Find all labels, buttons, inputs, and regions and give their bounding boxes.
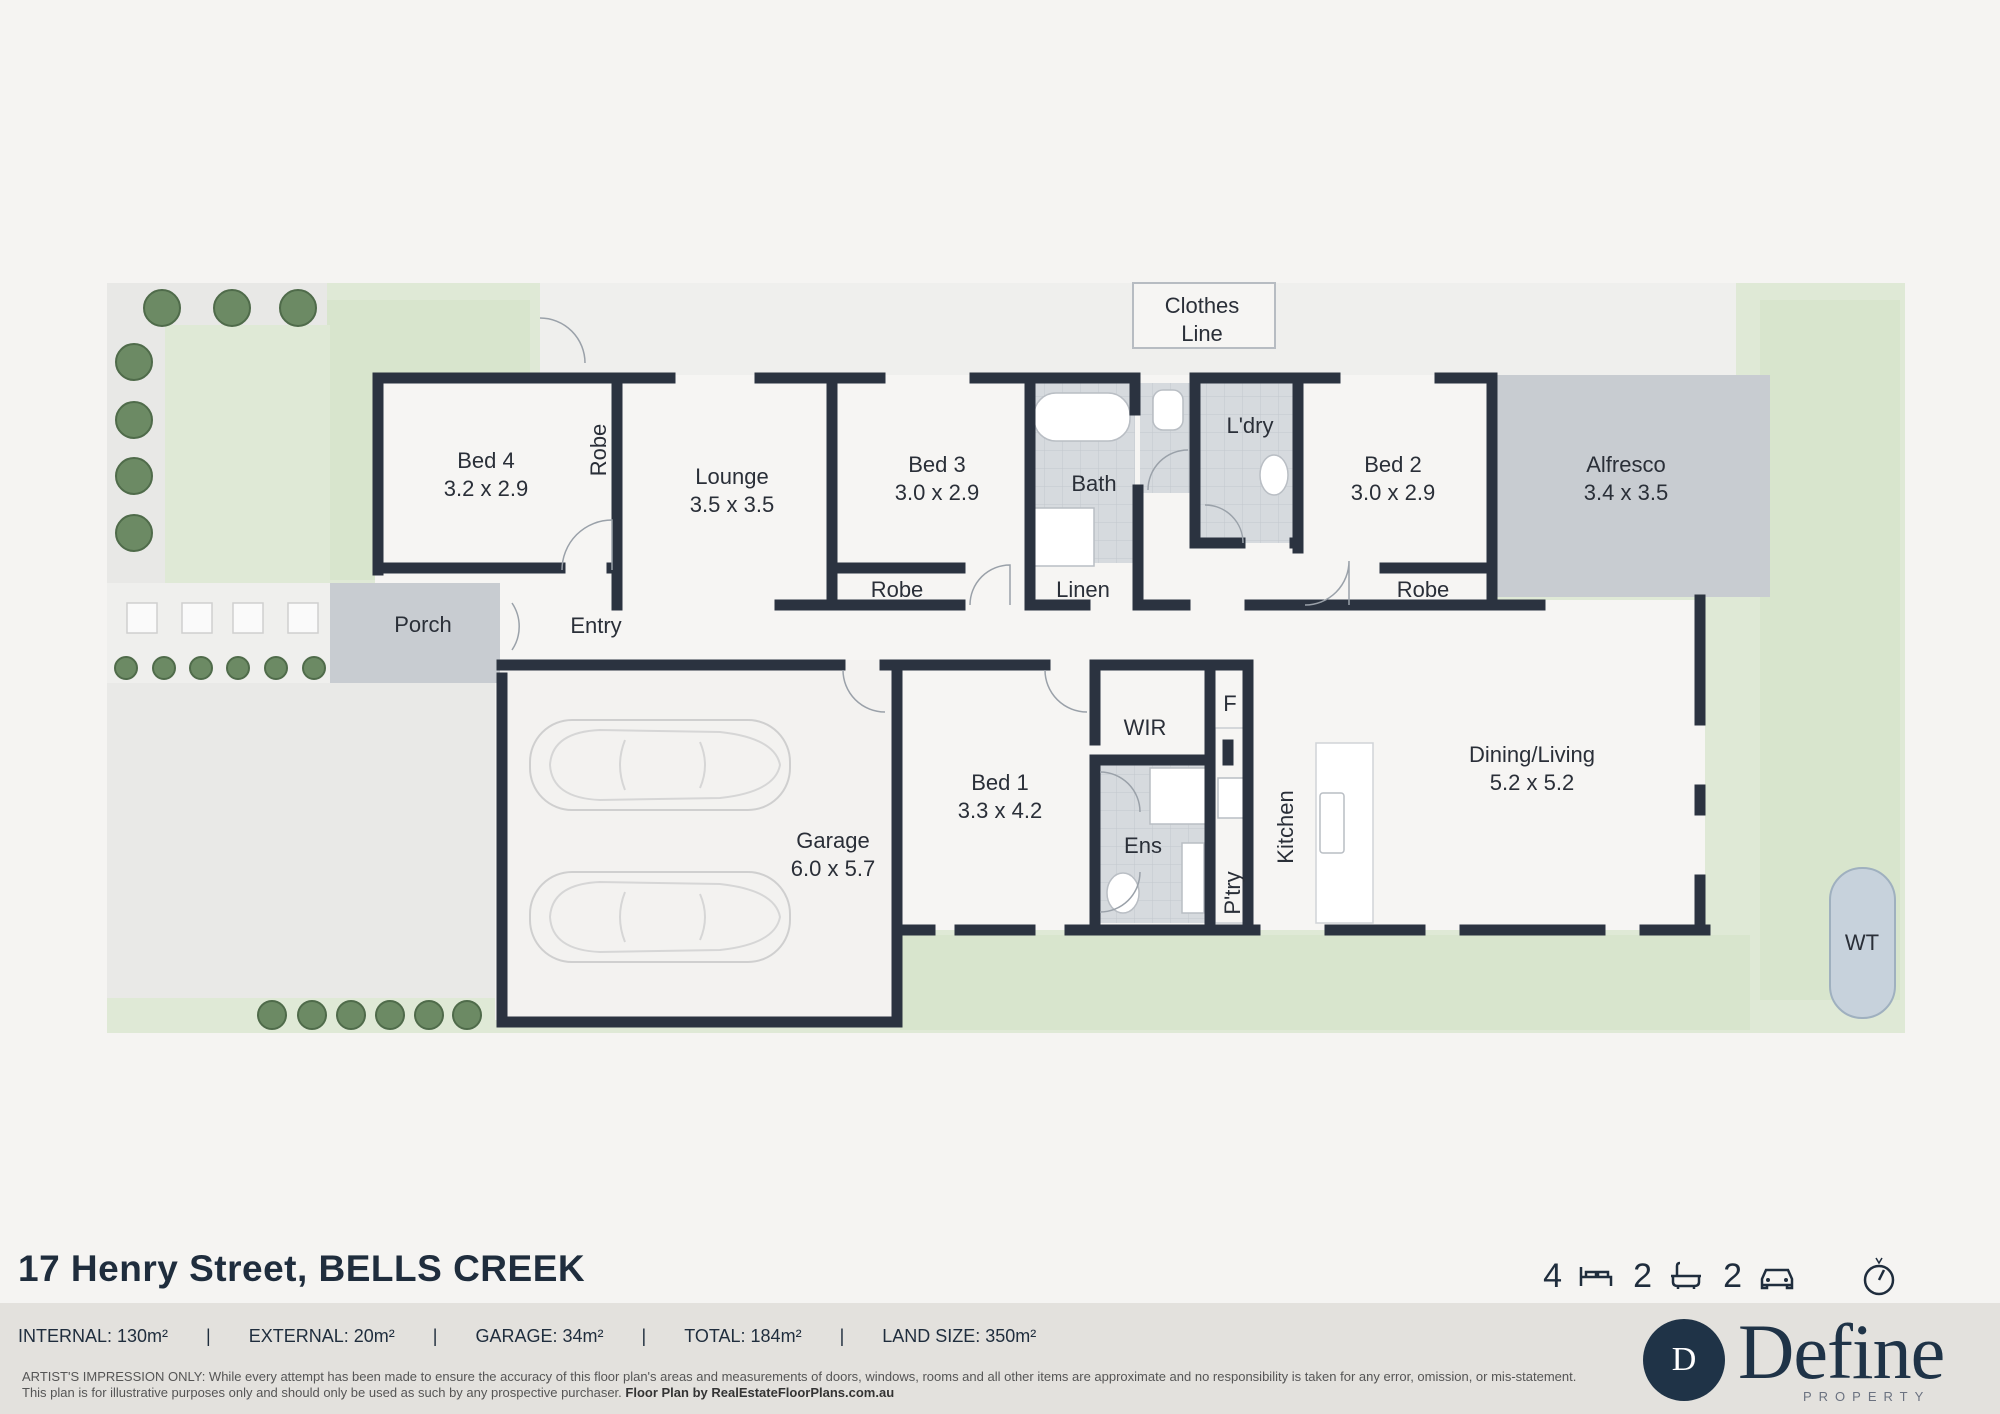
porch-floor [330, 583, 500, 683]
separator: | [839, 1326, 845, 1346]
land-size: LAND SIZE: 350m² [882, 1326, 1037, 1346]
basin-icon [1259, 454, 1289, 496]
room-dims-bed2: 3.0 x 2.9 [1351, 480, 1435, 505]
brand-initial: D [1643, 1319, 1725, 1401]
separator: | [206, 1326, 211, 1346]
room-dims-garage: 6.0 x 5.7 [791, 856, 875, 881]
disclaimer-text: ARTIST'S IMPRESSION ONLY: While every at… [22, 1369, 1577, 1400]
left-garden-inner [165, 325, 330, 583]
separator: | [432, 1326, 438, 1346]
room-name-robe-bed4: Robe [586, 424, 611, 477]
bed-icon [1578, 1261, 1614, 1291]
room-name-bed2: Bed 2 [1364, 452, 1422, 477]
bathroom-count: 2 [1633, 1256, 1652, 1295]
room-name-lounge: Lounge [695, 464, 768, 489]
plan-credit: Floor Plan by RealEstateFloorPlans.com.a… [625, 1385, 895, 1400]
label-clothes-line-2: Line [1181, 321, 1223, 346]
building-floor [330, 375, 1770, 1020]
disclaimer: ARTIST'S IMPRESSION ONLY: While every at… [22, 1369, 1582, 1401]
door-swings [511, 317, 1350, 913]
room-name-porch: Porch [394, 612, 451, 637]
bedroom-count: 4 [1543, 1256, 1562, 1295]
room-name-bed3: Bed 3 [908, 452, 966, 477]
internal-area: INTERNAL: 130m² [18, 1326, 169, 1346]
clothes-line [1132, 282, 1276, 349]
label-clothes-line-1: Clothes [1165, 293, 1240, 318]
room-name-bed1: Bed 1 [971, 770, 1029, 795]
room-name-bed4: Bed 4 [457, 448, 515, 473]
compass-icon [1862, 1256, 1896, 1296]
ensuite-shower-icon [1149, 767, 1207, 825]
property-features: 4 2 2 [1540, 1252, 1896, 1300]
separator: | [641, 1326, 647, 1346]
room-name-entry: Entry [570, 613, 621, 638]
property-address: 17 Henry Street, BELLS CREEK [18, 1248, 586, 1289]
room-name-laundry: L'dry [1227, 413, 1274, 438]
room-name-dining-living: Dining/Living [1469, 742, 1595, 767]
room-dims-bed3: 3.0 x 2.9 [895, 480, 979, 505]
room-name-ens: Ens [1124, 833, 1162, 858]
external-area: EXTERNAL: 20m² [248, 1326, 395, 1346]
driveway [107, 683, 495, 998]
room-name-fridge: F [1223, 691, 1236, 716]
lawn-patch [900, 935, 1750, 1030]
sink-icon [1319, 792, 1345, 854]
water-tank [1829, 867, 1896, 1019]
car-icon [1758, 1261, 1796, 1291]
room-name-wir: WIR [1124, 715, 1167, 740]
room-name-bath: Bath [1071, 471, 1116, 496]
ensuite-toilet-icon [1106, 872, 1140, 914]
bathtub-icon [1033, 392, 1131, 442]
room-name-robe-bed2: Robe [1397, 577, 1450, 602]
floor-plan: Bed 4 3.2 x 2.9 Robe Lounge 3.5 x 3.5 Be… [107, 282, 1905, 1033]
room-name-robe-bed3: Robe [871, 577, 924, 602]
front-strip [107, 998, 257, 1033]
garage-area: GARAGE: 34m² [475, 1326, 604, 1346]
vanity-icon [1181, 842, 1205, 914]
room-name-garage: Garage [796, 828, 869, 853]
room-name-pantry: P'try [1220, 871, 1245, 914]
toilet-icon [1152, 389, 1184, 431]
label-water-tank: WT [1845, 930, 1879, 955]
room-dims-alfresco: 3.4 x 3.5 [1584, 480, 1668, 505]
room-name-alfresco: Alfresco [1586, 452, 1665, 477]
room-name-kitchen: Kitchen [1273, 790, 1298, 863]
total-area: TOTAL: 184m² [684, 1326, 802, 1346]
shower-icon [1033, 507, 1095, 567]
alfresco-floor [1495, 375, 1770, 597]
room-labels: Bed 4 3.2 x 2.9 Robe Lounge 3.5 x 3.5 Be… [394, 293, 1879, 955]
room-dims-lounge: 3.5 x 3.5 [690, 492, 774, 517]
bath-icon [1668, 1261, 1704, 1291]
brand-name: Define [1738, 1308, 1945, 1395]
brand-logo: D Define PROPERTY [1643, 1308, 1988, 1406]
car-space-count: 2 [1723, 1256, 1742, 1295]
room-dims-bed4: 3.2 x 2.9 [444, 476, 528, 501]
stepping-stones [126, 602, 319, 634]
shrubs [114, 289, 482, 1030]
walls [372, 372, 1711, 1028]
fixtures [1033, 389, 1374, 924]
room-name-linen: Linen [1056, 577, 1110, 602]
room-dims-dining-living: 5.2 x 5.2 [1490, 770, 1574, 795]
room-dims-bed1: 3.3 x 4.2 [958, 798, 1042, 823]
brand-tagline: PROPERTY [1803, 1389, 1931, 1404]
area-summary: INTERNAL: 130m² | EXTERNAL: 20m² | GARAG… [18, 1326, 1036, 1347]
